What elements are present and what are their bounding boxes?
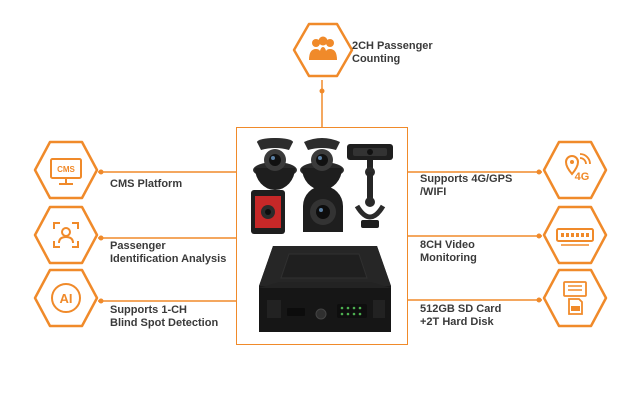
mdvr-device	[259, 246, 391, 332]
feature-left-3-label: Supports 1-CH Blind Spot Detection	[110, 304, 219, 329]
cms-monitor-icon: CMS	[33, 140, 99, 200]
feature-left-2-label: Passenger Identification Analysis	[110, 240, 227, 265]
cms-icon-text: CMS	[57, 165, 75, 174]
side-camera	[303, 186, 343, 232]
dome-camera-1	[253, 138, 297, 190]
feature-right-1-label: Supports 4G/GPS /WIFI	[420, 173, 513, 198]
people-group-icon	[292, 22, 354, 78]
feature-left-1-label: CMS Platform	[110, 178, 183, 190]
dome-camera-2	[300, 138, 344, 190]
4g-location-icon: 4G	[542, 140, 608, 200]
device-kit-image	[251, 138, 393, 332]
ai-icon: AI	[33, 268, 99, 328]
product-image-frame	[236, 127, 408, 345]
feature-top-label: 2CH Passenger Counting	[352, 40, 433, 65]
square-camera	[251, 190, 285, 234]
4g-icon-text: 4G	[575, 171, 590, 183]
face-scan-icon	[33, 205, 99, 265]
ai-icon-text: AI	[60, 291, 73, 306]
feature-right-3-label: 512GB SD Card +2T Hard Disk	[420, 303, 502, 328]
video-recorder-icon	[542, 205, 608, 265]
sd-card-icon	[542, 268, 608, 328]
bar-camera	[347, 144, 393, 228]
feature-right-2-label: 8CH Video Monitoring	[420, 239, 477, 264]
